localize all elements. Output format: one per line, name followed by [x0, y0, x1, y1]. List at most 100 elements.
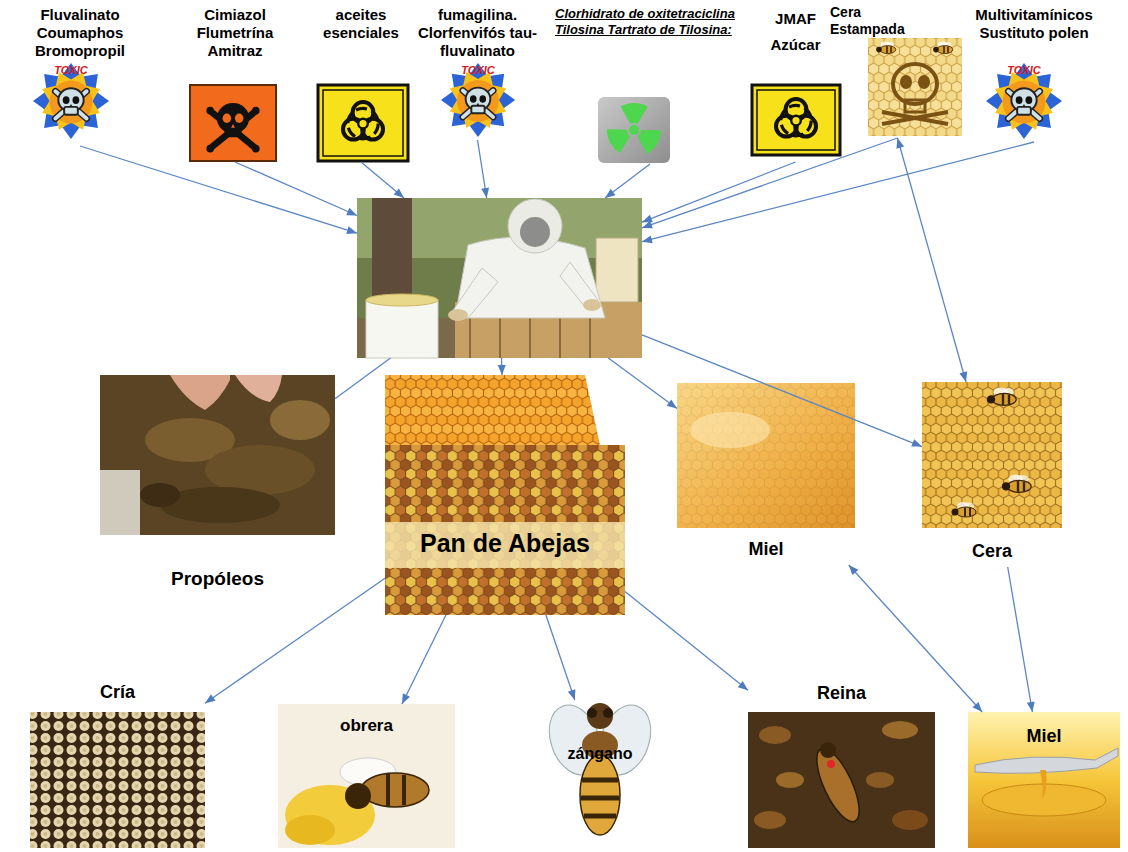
node-label: Reina	[817, 683, 866, 705]
connector-line	[849, 565, 983, 712]
arrow-head	[642, 221, 653, 229]
arrow-head	[346, 208, 357, 216]
connector-arrow	[205, 578, 385, 703]
arrow-head	[481, 188, 489, 199]
connector-arrow	[642, 335, 922, 447]
hazard-word: TOXIC	[1002, 64, 1046, 77]
arrow-head	[738, 681, 748, 690]
connector-arrow	[642, 138, 898, 228]
arrow-head	[667, 399, 677, 408]
icon-label-holder: TOXIC	[1002, 64, 1046, 77]
propolis-picture	[100, 375, 335, 535]
connector-line	[642, 335, 922, 447]
node-label: fumagilina. Clorfenvifós tau-fluvalinato	[410, 6, 545, 60]
node-label: Pan de Abejas	[420, 528, 590, 558]
arrow-head	[498, 365, 506, 375]
connector-line	[898, 138, 967, 382]
labelled-picture-box: obrera	[278, 704, 455, 848]
connector-line	[235, 162, 357, 216]
arrow-head	[402, 693, 410, 704]
connector-line	[605, 164, 650, 198]
connector-arrow	[478, 140, 490, 198]
arrow-head	[642, 235, 653, 243]
labelled-picture-box: Propóleos	[100, 375, 335, 595]
arrow-head	[394, 189, 404, 199]
connector-line	[642, 138, 898, 228]
labelled-picture-box: Miel	[677, 383, 855, 565]
toxic-icon	[438, 60, 517, 139]
connector-line	[1008, 567, 1033, 712]
connector-arrow	[896, 138, 967, 382]
connector-line	[642, 162, 796, 222]
skull-icon	[190, 85, 276, 161]
node-label: zángano	[568, 744, 633, 763]
biohazard-icon	[752, 85, 840, 155]
arrow-head	[973, 702, 983, 712]
labelled-picture-box: zángano	[545, 700, 655, 848]
node-label: Clorhidrato de oxitetraciclina Tilosina …	[555, 6, 740, 37]
connector-arrow	[625, 592, 748, 691]
beekeeper-picture	[357, 198, 642, 358]
node-label: JMAF Azúcar	[765, 6, 827, 59]
node-label: Miel	[748, 539, 783, 561]
arrow-head	[960, 371, 968, 382]
labelled-picture-box: Miel	[968, 712, 1120, 848]
connector-line	[80, 146, 357, 233]
labelled-picture-box: Cera Estampada	[830, 4, 965, 138]
hazard-word: TOXIC	[49, 64, 93, 77]
arrow-head	[568, 689, 576, 700]
connector-arrow	[80, 146, 357, 234]
connector-arrow	[402, 615, 446, 704]
labelled-picture-box: JMAF Azúcar	[748, 6, 843, 162]
brood-picture	[30, 712, 205, 848]
node-label: Cría	[100, 682, 135, 704]
arrow-head	[642, 215, 653, 222]
biohazard-icon	[318, 85, 408, 161]
node-label: Cimiazol Flumetrína Amitraz	[175, 6, 295, 60]
wax-picture	[922, 382, 1062, 528]
arrow-head	[1027, 702, 1035, 713]
icon-label-holder: TOXIC	[456, 64, 500, 77]
connector-arrow	[1008, 567, 1035, 712]
icon-label-holder: TOXIC	[49, 64, 93, 77]
connector-line	[625, 592, 748, 691]
connector-line	[402, 615, 446, 704]
connector-arrow	[235, 162, 357, 216]
labelled-picture-box: Reina	[748, 683, 935, 848]
drone-bee-picture	[540, 698, 660, 848]
labelled-picture-box: Pan de Abejas	[385, 375, 625, 615]
arrow-head	[911, 439, 922, 446]
node-label: Fluvalinato Coumaphos Bromopropil	[15, 6, 145, 60]
labelled-picture-box: Cera	[922, 382, 1062, 567]
connector-line	[608, 358, 677, 409]
arrow-head	[205, 694, 216, 703]
connector-arrow	[849, 565, 983, 712]
connector-line	[642, 142, 1034, 242]
arrow-head	[896, 138, 904, 149]
foundation-wax-picture	[868, 38, 962, 136]
connector-line	[335, 358, 391, 399]
connector-line	[546, 615, 575, 700]
connector-arrow	[605, 164, 650, 198]
arrow-head	[346, 226, 357, 234]
node-label: obrera	[340, 716, 393, 736]
honey-jar-picture	[968, 712, 1120, 848]
connector-arrow	[546, 615, 576, 700]
picture-box	[357, 198, 642, 358]
connector-arrow	[642, 162, 796, 222]
honey-picture	[677, 383, 855, 528]
toxic-icon	[30, 60, 111, 141]
node-label: Cera Estampada	[830, 4, 925, 38]
labelled-picture-box: Cría	[30, 680, 205, 848]
connector-arrow	[361, 162, 404, 198]
connector-arrow	[498, 358, 506, 375]
node-label: Cera	[972, 541, 1012, 563]
node-label: Propóleos	[171, 568, 264, 591]
connector-arrow	[608, 358, 677, 409]
arrow-head	[605, 189, 615, 198]
radiation-icon	[598, 97, 670, 163]
bee-bread-picture	[385, 375, 625, 615]
